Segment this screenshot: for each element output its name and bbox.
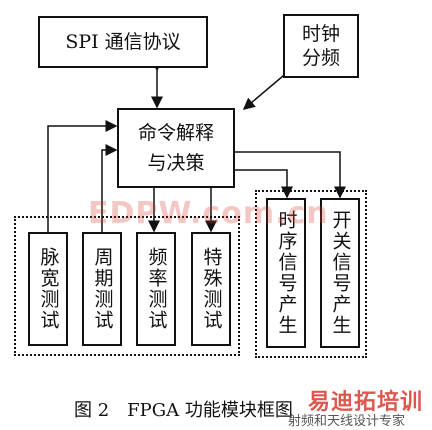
pulse-width-test-label: 脉宽测试 [37, 247, 60, 331]
figure-caption: 图 2 FPGA 功能模块框图 [74, 400, 293, 421]
switch-signal-block: 开关信号产生 [320, 198, 360, 348]
frequency-test-block: 频率测试 [136, 232, 176, 346]
signal-modules-group [255, 190, 367, 358]
pulse-width-feedback [47, 120, 118, 232]
special-test-label: 特殊测试 [200, 247, 223, 331]
brand-name-watermark: 射频和天线设计专家 [288, 414, 406, 429]
command-to-switch [235, 151, 346, 199]
command-decision-block: 命令解释 与决策 [117, 108, 235, 188]
edpw-watermark: EDPW.com.cn [88, 196, 329, 231]
period-test-block: 周期测试 [82, 232, 122, 346]
timing-signal-label: 时序信号产生 [275, 210, 298, 336]
timing-signal-block: 时序信号产生 [266, 198, 306, 348]
clock-divider-label: 时钟 分频 [301, 23, 340, 69]
clock-divider-block: 时钟 分频 [283, 14, 359, 78]
spi-protocol-label: SPI 通信协议 [65, 31, 181, 53]
period-feedback [101, 144, 118, 232]
spi-protocol-block: SPI 通信协议 [38, 16, 208, 68]
frequency-test-label: 频率测试 [145, 247, 168, 331]
test-modules-group [14, 216, 240, 356]
switch-signal-label: 开关信号产生 [329, 210, 352, 336]
pulse-width-test-block: 脉宽测试 [28, 232, 68, 346]
period-test-label: 周期测试 [91, 247, 114, 331]
brand-logo-watermark: 易迪拓培训 [308, 390, 424, 415]
command-decision-label: 命令解释 与决策 [137, 122, 214, 174]
clock-command-link [242, 64, 295, 110]
special-test-block: 特殊测试 [191, 232, 231, 346]
command-to-timing [235, 169, 293, 199]
